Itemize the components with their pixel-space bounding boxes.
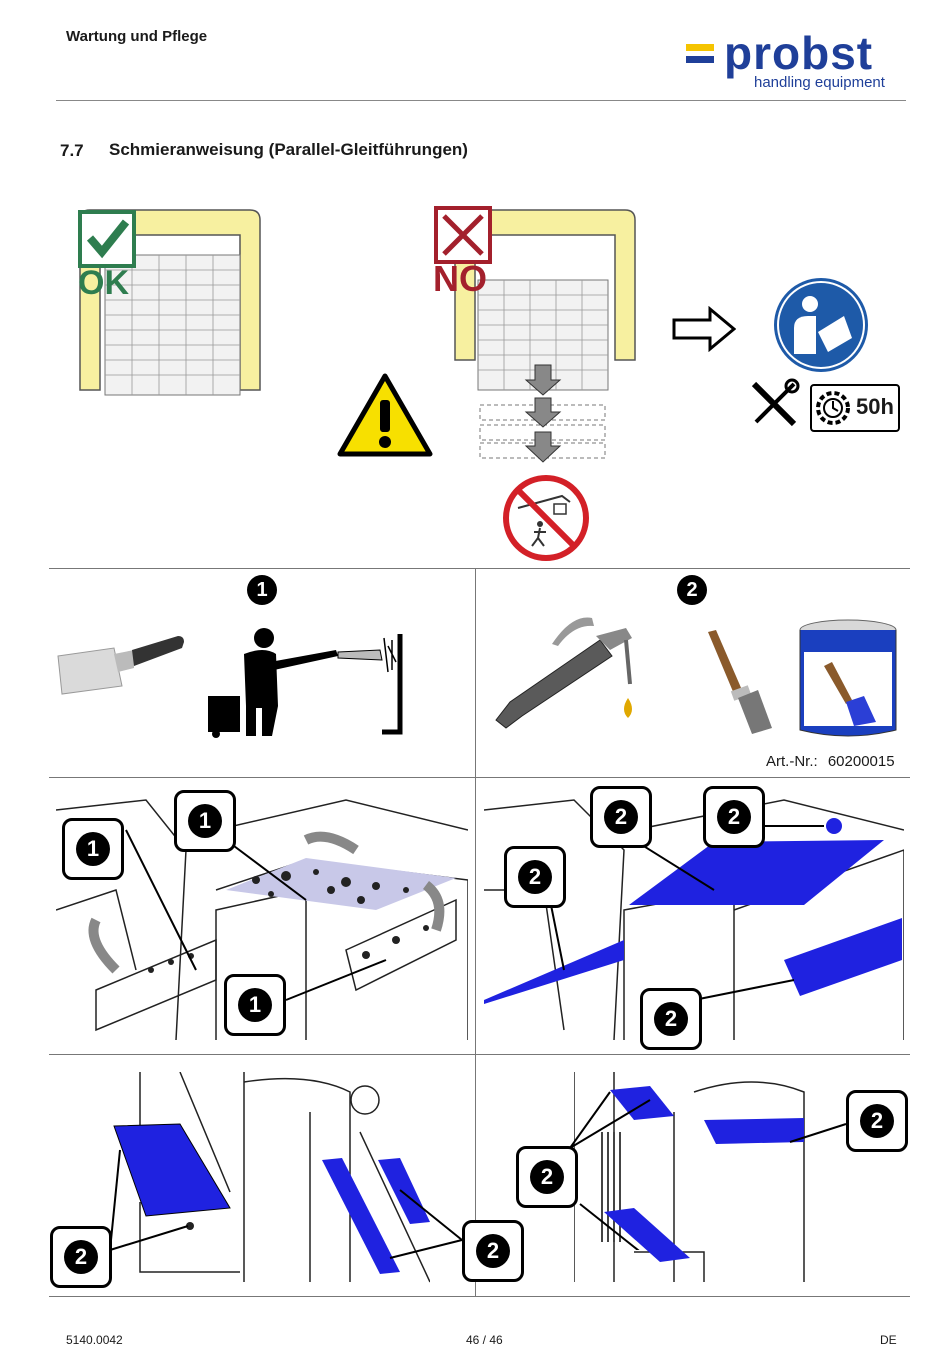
article-number-label: Art.-Nr.: [766,753,818,770]
section-number: 7.7 [60,141,84,160]
callout-number: 1 [238,988,272,1022]
cleaning-diagram [56,799,468,1041]
callout-number: 2 [860,1104,894,1138]
callout-2: 2 [703,786,765,848]
scraper-icon [57,636,184,695]
callout-number: 1 [76,832,110,866]
guide-detail-right [574,1072,805,1282]
gear-clock-icon [816,391,850,425]
callout-1: 1 [174,790,236,852]
read-manual-icon [774,278,868,372]
article-number-value: 60200015 [827,753,895,770]
logo-bars [686,44,714,68]
callout-2: 2 [846,1090,908,1152]
callout-1: 1 [62,818,124,880]
section-title: Schmieranweisung (Parallel-Gleitführunge… [109,140,468,159]
page-number: 46 / 46 [466,1333,503,1347]
gripper-ok-illustration [79,209,261,396]
arrow-right-icon [672,306,736,352]
greasing-diagram [484,799,904,1041]
guide-detail-left [113,1072,430,1283]
callout-number: 2 [717,800,751,834]
callout-leader-lines-right [569,1091,847,1250]
language-code: DE [880,1333,897,1347]
ok-label: OK [78,264,129,302]
check-icon [78,210,136,268]
probst-logo: probst handling equipment [686,27,906,94]
warning-icon [337,373,433,457]
callout-number: 2 [654,1002,688,1036]
cross-icon [434,206,492,264]
callout-number: 2 [518,860,552,894]
table-border-top [49,568,910,569]
grease-gun-icon [495,617,632,729]
callout-2: 2 [504,846,566,908]
maintenance-interval-icon: 50h [810,384,900,432]
step-number-2: 2 [677,575,707,605]
header-title: Wartung und Pflege [66,28,208,45]
callout-2: 2 [462,1220,524,1282]
table-border-row1 [49,777,910,778]
callout-number: 2 [476,1234,510,1268]
callout-2: 2 [516,1146,578,1208]
table-border-bottom [49,1296,910,1297]
pressure-washer-icon [208,628,403,738]
logo-subtitle: handling equipment [754,74,885,91]
callout-2: 2 [640,988,702,1050]
no-person-under-load-icon [503,475,589,561]
brush-icon [708,630,772,734]
logo-word: probst [724,27,874,79]
callout-1: 1 [224,974,286,1036]
no-label: NO [433,258,487,299]
tools-icon [751,378,800,427]
article-number: Art.-Nr.: 60200015 [766,753,895,770]
callout-leader-lines [109,1149,463,1259]
interval-label: 50h [856,394,894,419]
callout-number: 2 [530,1160,564,1194]
callout-2: 2 [590,786,652,848]
step-number-1: 1 [247,575,277,605]
header-divider [56,100,906,101]
lubricant-can-icon [799,619,897,737]
callout-number: 2 [64,1240,98,1274]
document-number: 5140.0042 [66,1333,123,1347]
table-border-row2 [49,1054,910,1055]
callout-2: 2 [50,1226,112,1288]
table-border-middle [475,568,476,1296]
callout-number: 2 [604,800,638,834]
callout-number: 1 [188,804,222,838]
